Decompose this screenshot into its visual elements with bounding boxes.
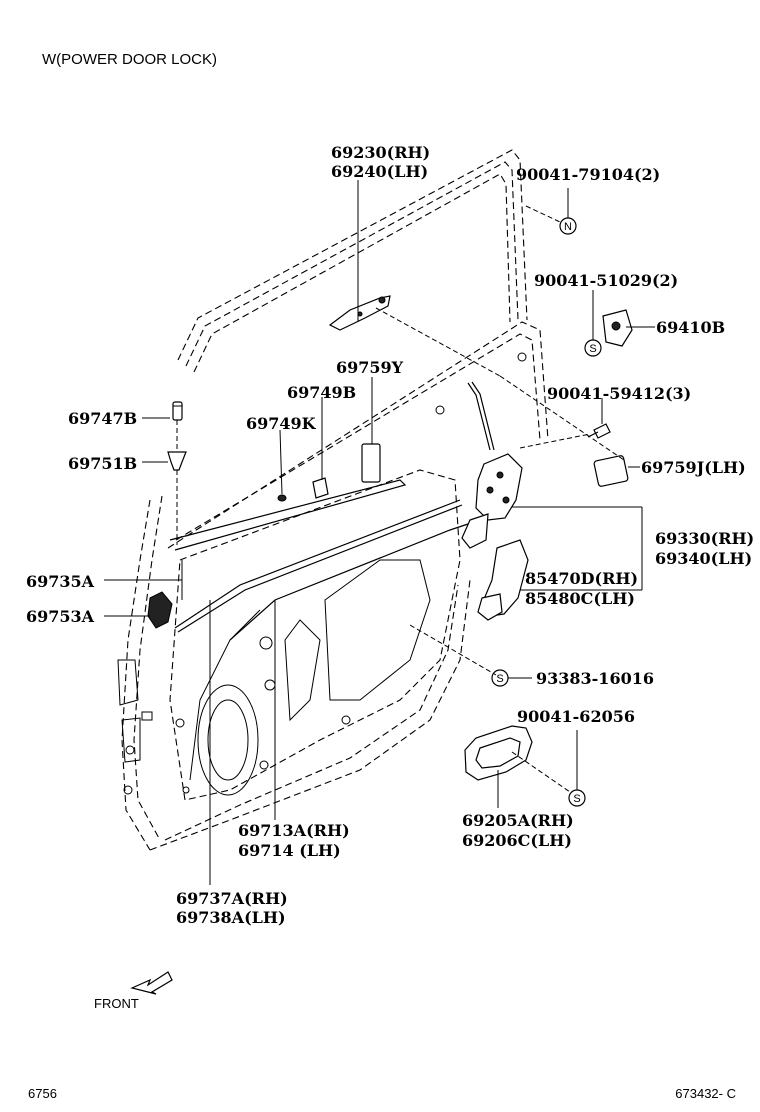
- screw-part: [587, 423, 611, 439]
- door-frame: [117, 149, 549, 851]
- callout-85470-line2: 85480C(LH): [525, 589, 635, 608]
- callout-69205-line2: 69206C(LH): [462, 831, 572, 850]
- callout-69713-line2: 69714 (LH): [238, 841, 341, 860]
- callout-69330-line2: 69340(LH): [655, 549, 752, 568]
- callout-69205-line1: 69205A(RH): [462, 811, 574, 830]
- callout-69759j: 69759J(LH): [641, 458, 746, 477]
- diagram-title: W(POWER DOOR LOCK): [42, 51, 217, 68]
- callout-93383: 93383-16016: [536, 669, 654, 688]
- callout-90041-59412: 90041-59412(3): [547, 384, 691, 403]
- symbol-n: N: [559, 217, 577, 235]
- callout-85470-line1: 85470D(RH): [525, 569, 638, 588]
- rods-and-cables: [169, 381, 495, 641]
- clip-69749b-part: [312, 477, 329, 499]
- callout-69749k: 69749K: [246, 414, 317, 433]
- striker-part: [602, 309, 633, 347]
- callout-69713-line1: 69713A(RH): [238, 821, 350, 840]
- lock-motor-part: [477, 539, 529, 621]
- door-lock-part: [461, 453, 523, 549]
- callout-69737-line1: 69737A(RH): [176, 889, 288, 908]
- callout-69749b: 69749B: [287, 383, 356, 402]
- clip-69749k-part: [277, 494, 287, 502]
- outside-handle-part: [328, 295, 391, 331]
- callout-69230-line2: 69240(LH): [331, 162, 428, 181]
- symbol-s-1: S: [584, 339, 602, 357]
- callout-90041-51029: 90041-51029(2): [534, 271, 678, 290]
- pin-69747b-part: [172, 401, 183, 421]
- svg-text:N: N: [564, 221, 572, 233]
- callout-69735: 69735A: [26, 572, 95, 591]
- symbol-s-2: S: [491, 669, 509, 687]
- callout-90041-79104: 90041-79104(2): [516, 165, 660, 184]
- front-label: FRONT: [94, 996, 139, 1011]
- diagram-page-code: 6756: [28, 1086, 57, 1101]
- callout-69759y: 69759Y: [336, 358, 404, 377]
- leader-lines: [104, 180, 655, 885]
- front-arrow-icon: [130, 971, 173, 995]
- callout-90041-62056: 90041-62056: [517, 707, 635, 726]
- callout-69230-line1: 69230(RH): [331, 143, 430, 162]
- callout-69751: 69751B: [68, 454, 137, 473]
- protector-69753a-part: [147, 591, 173, 629]
- svg-text:S: S: [496, 673, 503, 685]
- bush-69751b-part: [167, 451, 187, 471]
- pad-69759y-part: [361, 443, 381, 483]
- inside-handle-part: [464, 725, 533, 781]
- callout-69410: 69410B: [656, 318, 725, 337]
- callout-69747: 69747B: [68, 409, 137, 428]
- diagram-reference-code: 673432- C: [675, 1086, 736, 1101]
- callout-69330-line1: 69330(RH): [655, 529, 754, 548]
- symbol-s-3: S: [568, 789, 586, 807]
- callout-69753: 69753A: [26, 607, 95, 626]
- callout-69737-line2: 69738A(LH): [176, 908, 286, 927]
- svg-text:S: S: [573, 793, 580, 805]
- pad-69759j-part: [593, 455, 629, 487]
- svg-text:S: S: [589, 343, 596, 355]
